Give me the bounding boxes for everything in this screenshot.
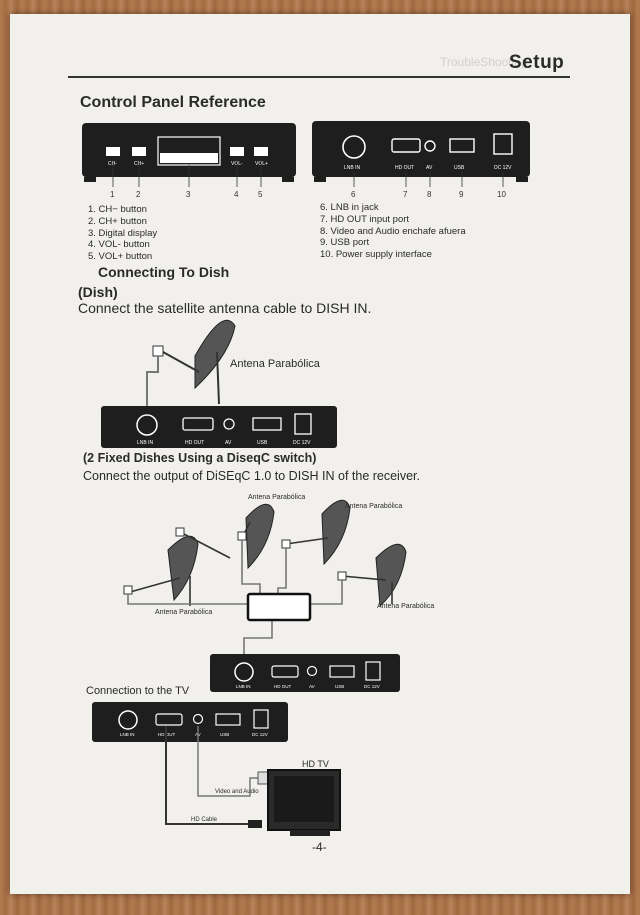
callout-number-7: 7 <box>403 190 408 199</box>
front-panel-body <box>82 123 296 177</box>
rear-panel-body <box>312 121 530 177</box>
svg-text:LNB IN: LNB IN <box>236 684 251 689</box>
rear-label-hd-out: HD OUT <box>395 165 414 171</box>
av-cable-label: Video and Audio <box>215 789 259 795</box>
ch-plus-button-shape <box>132 147 146 156</box>
tv-label: HD TV <box>302 759 329 769</box>
dc-12v-port-shape <box>493 133 513 155</box>
page-number: -4- <box>312 840 327 854</box>
diseqc-heading: (2 Fixed Dishes Using a DiseqC switch) <box>83 451 317 465</box>
callout-number-3: 3 <box>186 190 191 199</box>
legend-item: 3. Digital display <box>88 227 158 239</box>
antenna-label-top-left: Antena Parabólica <box>248 494 306 501</box>
rear-label-lnb-in: LNB IN <box>344 165 361 171</box>
front-panel-legend: 1. CH− button 2. CH+ button 3. Digital d… <box>88 204 157 263</box>
svg-text:AV: AV <box>225 440 232 446</box>
svg-text:USB: USB <box>257 440 268 446</box>
rear-panel-legend: 6. LNB in jack 7. HD OUT input port 8. V… <box>320 202 466 261</box>
callout-number-6: 6 <box>351 190 356 199</box>
diseqc-switch-box <box>246 592 312 622</box>
connecting-to-dish-heading: Connecting To Dish <box>98 264 230 280</box>
front-label-vol-plus: VOL+ <box>255 161 268 167</box>
legend-item: 7. HD OUT input port <box>320 213 410 225</box>
diseqc-instruction: Connect the output of DiSEqC 1.0 to DISH… <box>83 469 420 483</box>
legend-item: 10. Power supply interface <box>320 249 432 261</box>
rear-label-av: AV <box>426 165 433 171</box>
legend-item: 6. LNB in jack <box>320 202 379 213</box>
svg-text:HD OUT: HD OUT <box>185 440 204 446</box>
callout-number-9: 9 <box>459 190 464 199</box>
vol-minus-button-shape <box>230 147 244 156</box>
single-dish-diagram: LNB IN HD OUT AV USB DC 12V <box>101 319 337 448</box>
callout-number-4: 4 <box>234 190 239 199</box>
svg-text:DC 12V: DC 12V <box>252 732 268 737</box>
av-cable <box>197 726 264 797</box>
svg-text:HD OUT: HD OUT <box>274 684 291 689</box>
header-rule <box>68 76 570 78</box>
hd-out-port-shape <box>391 138 421 153</box>
callout-number-2: 2 <box>136 190 141 199</box>
legend-item: 5. VOL+ button <box>88 251 153 263</box>
callout-number-8: 8 <box>427 190 432 199</box>
diseqc-diagram: LNB IN HD OUT AV USB DC 12V <box>123 499 407 692</box>
svg-text:LNB IN: LNB IN <box>137 440 154 446</box>
manual-page: TroubleShooting Setup Control Panel Refe… <box>10 14 630 894</box>
svg-text:AV: AV <box>309 684 315 689</box>
control-panel-title: Control Panel Reference <box>80 94 266 111</box>
callout-number-1: 1 <box>110 190 115 199</box>
legend-item: 8. Video and Audio enchafe afuera <box>320 225 466 237</box>
svg-text:USB: USB <box>335 684 344 689</box>
callout-number-5: 5 <box>258 190 263 199</box>
faded-header-text: TroubleShooting <box>440 55 528 69</box>
dish-subheading: (Dish) <box>78 284 118 300</box>
satellite-dish-icon <box>152 319 236 405</box>
satellite-dish-icon <box>167 499 407 608</box>
legend-item: 2. CH+ button <box>88 215 147 227</box>
callout-number-10: 10 <box>497 190 506 199</box>
svg-text:DC 12V: DC 12V <box>293 440 311 446</box>
antenna-label-bottom-right: Antena Parabólica <box>377 603 435 610</box>
rear-label-usb: USB <box>454 165 465 171</box>
receiver-rear-panel: LNB IN HD OUT AV USB DC 12V <box>92 702 288 742</box>
single-antenna-label: Antena Parabólica <box>230 358 320 370</box>
tv-connection-diagram: LNB IN HD OUT AV USB DC 12V <box>92 702 341 836</box>
rear-panel-diagram: LNB IN HD OUT AV USB DC 12V 6 7 8 9 10 <box>312 121 530 199</box>
av-jack-shape <box>424 140 436 152</box>
legend-item: 4. VOL- button <box>88 239 150 251</box>
ch-minus-button-shape <box>106 147 120 156</box>
hd-tv-icon <box>267 769 341 836</box>
rear-label-dc-12v: DC 12V <box>494 165 512 171</box>
antenna-label-top-right: Antena Parabólica <box>345 503 403 510</box>
receiver-rear-panel: LNB IN HD OUT AV USB DC 12V <box>210 654 400 692</box>
usb-port-shape <box>449 138 475 153</box>
front-panel-diagram: CH- CH+ VOL- VOL+ 1 2 3 4 5 <box>82 123 296 199</box>
section-title: Setup <box>509 52 565 73</box>
receiver-rear-panel: LNB IN HD OUT AV USB DC 12V <box>101 406 337 448</box>
antenna-label-bottom-left: Antena Parabólica <box>155 609 213 616</box>
svg-text:DC 12V: DC 12V <box>364 684 380 689</box>
legend-item: 1. CH− button <box>88 204 147 215</box>
hd-cable-label: HD Cable <box>191 817 218 823</box>
antenna-cable <box>146 356 159 424</box>
legend-item: 9. USB port <box>320 237 370 249</box>
lnb-in-jack-shape <box>342 135 366 159</box>
svg-text:USB: USB <box>220 732 229 737</box>
svg-text:LNB IN: LNB IN <box>120 732 135 737</box>
tv-connection-heading: Connection to the TV <box>86 685 190 697</box>
vol-plus-button-shape <box>254 147 268 156</box>
hd-cable <box>165 726 248 825</box>
dish-instruction: Connect the satellite antenna cable to D… <box>78 300 372 316</box>
